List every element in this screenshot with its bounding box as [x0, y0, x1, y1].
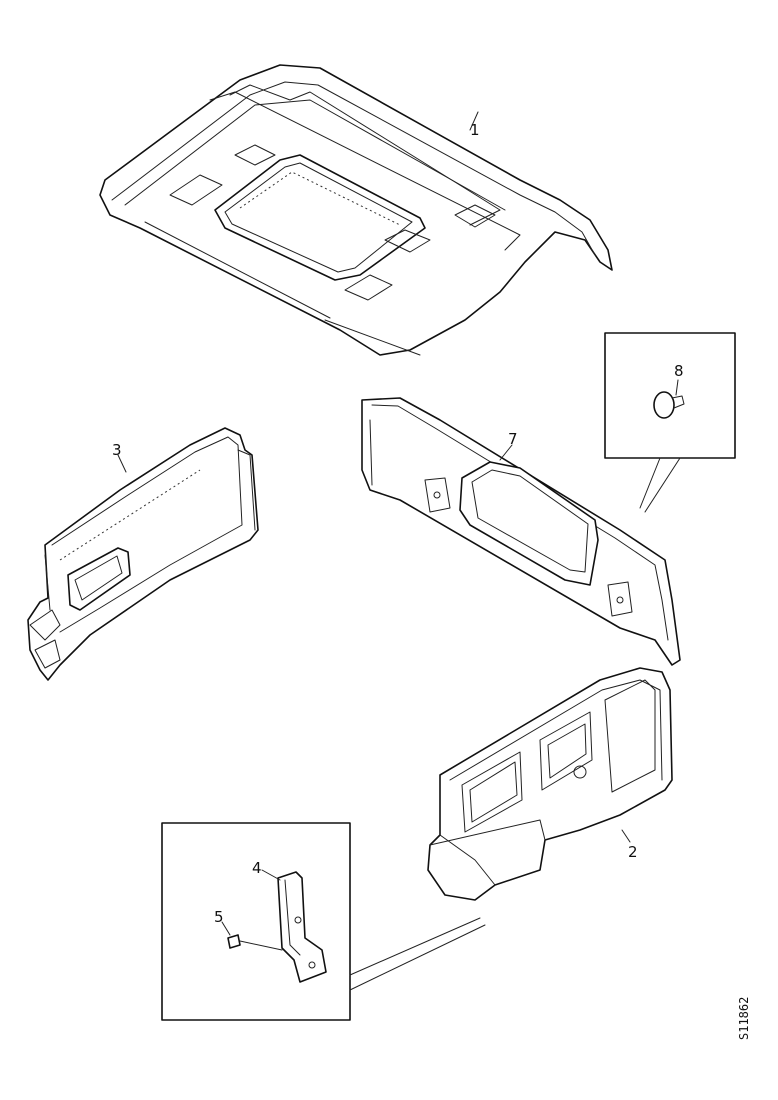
document-number: S11862	[737, 996, 751, 1040]
callout-1: 1	[470, 121, 480, 139]
callout-8: 8	[674, 362, 684, 380]
callout-4: 4	[252, 859, 262, 877]
side-panel-left	[27, 427, 259, 681]
callout-2: 2	[628, 843, 638, 861]
callout-3: 3	[112, 441, 122, 459]
bracket-detail-box	[161, 822, 486, 1021]
rear-panel	[427, 667, 673, 901]
clip-detail-box	[604, 332, 736, 513]
callout-5: 5	[214, 908, 224, 926]
roof-panel	[99, 64, 613, 356]
side-panel-right	[361, 397, 681, 666]
callout-7: 7	[508, 430, 518, 448]
